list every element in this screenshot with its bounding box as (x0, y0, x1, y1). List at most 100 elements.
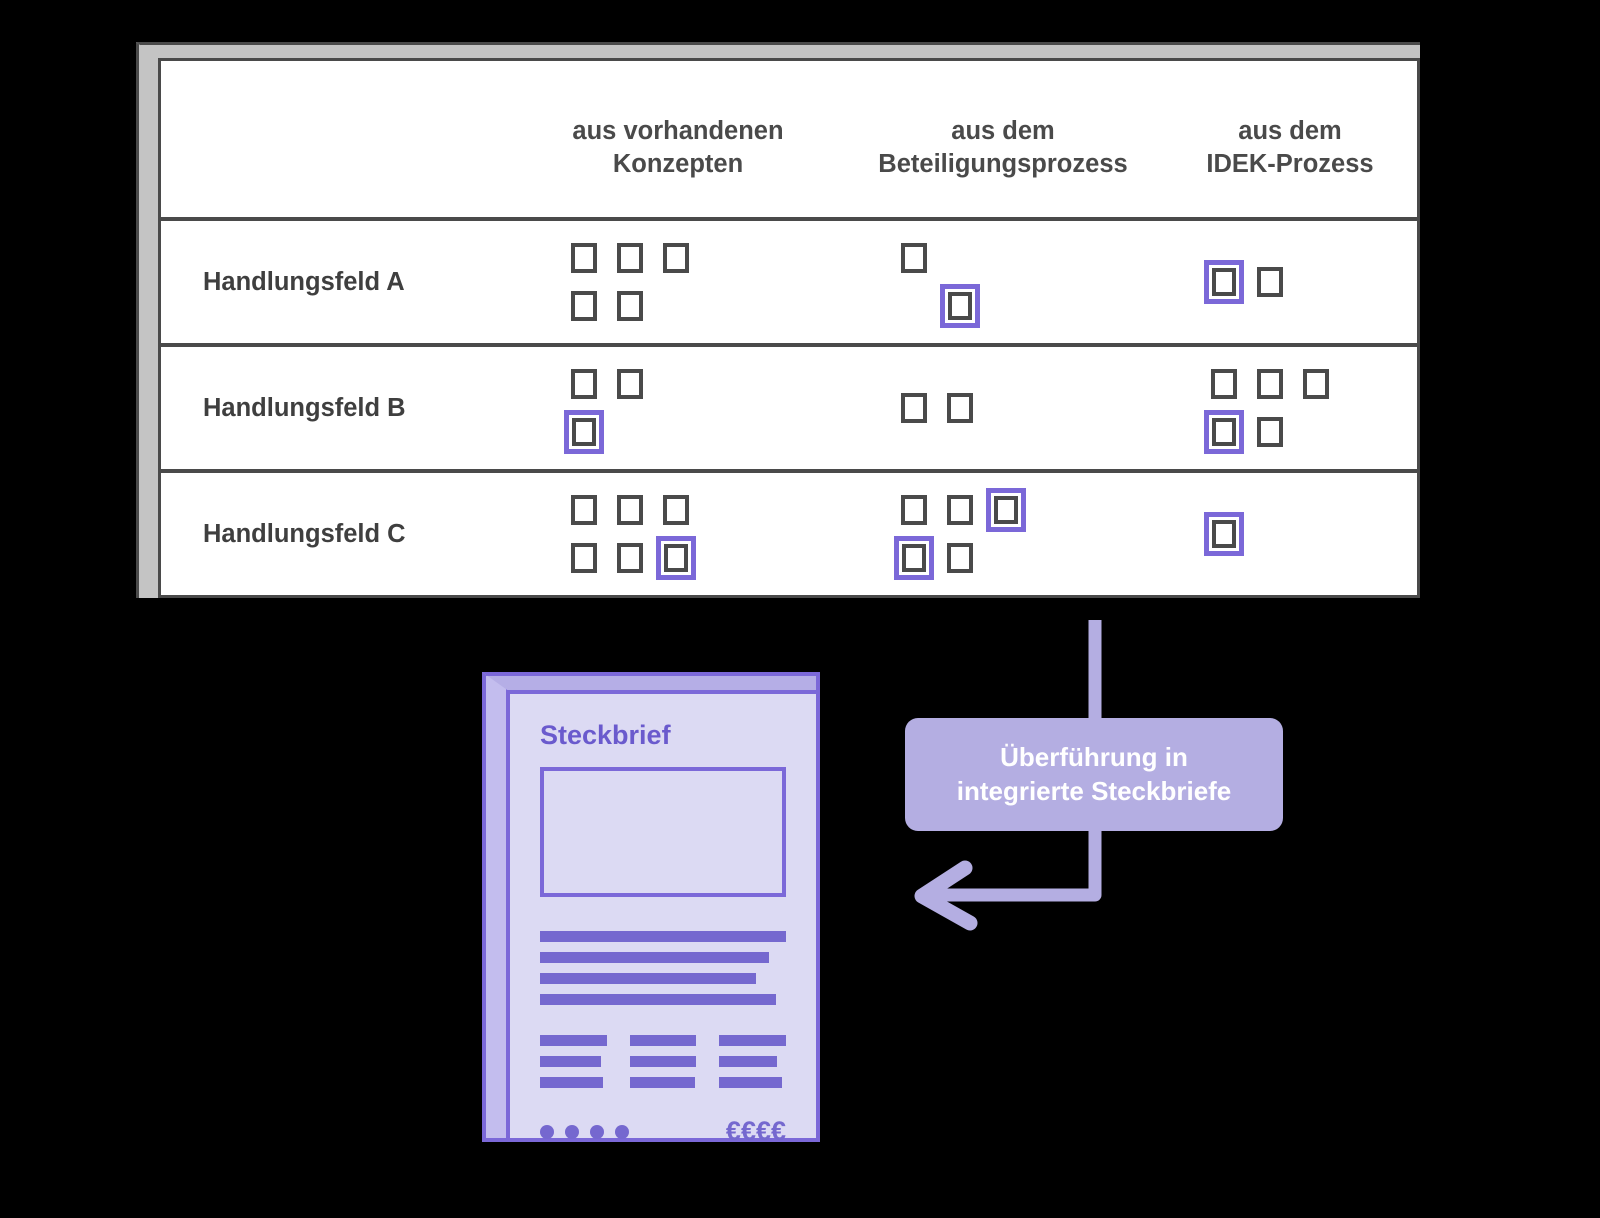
checkbox-unselected[interactable] (947, 543, 973, 573)
checkbox-unselected[interactable] (617, 369, 643, 399)
checkbox-unselected[interactable] (1257, 267, 1283, 297)
selection-ring-icon (940, 284, 980, 328)
checkbox-unselected[interactable] (1257, 369, 1283, 399)
table-row: Handlungsfeld C (161, 473, 1417, 595)
checkbox-unselected[interactable] (947, 393, 973, 423)
checkbox-icon (901, 393, 927, 423)
checkbox-unselected[interactable] (1303, 369, 1329, 399)
detail-bar (540, 1056, 602, 1067)
checkbox-group (843, 238, 1163, 328)
checkbox-icon (663, 495, 689, 525)
document-front-face: Steckbrief €€€€ (506, 690, 820, 1146)
matrix-cell (843, 473, 1163, 595)
checkbox-icon (571, 495, 597, 525)
table-row: Handlungsfeld A (161, 221, 1417, 347)
detail-column (719, 1035, 787, 1088)
checkbox-selected[interactable] (1204, 512, 1244, 556)
transfer-arrow-icon (914, 620, 1102, 931)
row-label-3: Handlungsfeld C (203, 519, 406, 548)
document-detail-columns (540, 1035, 787, 1088)
checkbox-icon (617, 369, 643, 399)
checkbox-row-top (571, 364, 843, 404)
header-col-konzepte-line1: aus vorhandenen (572, 117, 784, 146)
checkbox-row-bottom (571, 286, 843, 326)
checkbox-group (513, 364, 843, 454)
header-col-idek-line1: aus dem (1238, 117, 1342, 146)
checkbox-selected[interactable] (656, 536, 696, 580)
table-3d-left-face (136, 42, 160, 598)
checkbox-icon (948, 292, 972, 320)
header-col-beteiligung-line2: Beteiligungsprozess (878, 150, 1128, 178)
checkbox-selected[interactable] (1204, 260, 1244, 304)
checkbox-unselected[interactable] (663, 495, 689, 525)
checkbox-icon (901, 243, 927, 273)
checkbox-selected[interactable] (564, 410, 604, 454)
header-col-konzepte-line2: Konzepten (612, 150, 744, 178)
checkbox-unselected[interactable] (663, 243, 689, 273)
selection-ring-icon (1204, 512, 1244, 556)
checkbox-icon (1257, 417, 1283, 447)
checkbox-unselected[interactable] (571, 291, 597, 321)
matrix-cell (1163, 347, 1417, 469)
checkbox-row-top (901, 238, 1163, 278)
checkbox-unselected[interactable] (617, 243, 643, 273)
selection-ring-icon (656, 536, 696, 580)
checkbox-group (513, 490, 843, 580)
checkbox-unselected[interactable] (901, 393, 927, 423)
checkbox-unselected[interactable] (617, 543, 643, 573)
checkbox-row-top (1211, 364, 1417, 404)
document-text-lines (540, 931, 786, 1005)
checkbox-selected[interactable] (1204, 410, 1244, 454)
checkbox-unselected[interactable] (1211, 369, 1237, 399)
checkbox-icon (1212, 418, 1236, 446)
checkbox-row-bottom (571, 536, 843, 580)
image-placeholder-icon (540, 767, 786, 897)
document-footer: €€€€ (540, 1116, 786, 1147)
checkbox-group (843, 388, 1163, 428)
matrix-cell (513, 347, 843, 469)
checkbox-selected[interactable] (940, 284, 980, 328)
callout-line1: Überführung in (1000, 741, 1188, 772)
selection-ring-icon (986, 488, 1026, 532)
checkbox-unselected[interactable] (901, 495, 927, 525)
handlungsfeld-matrix: aus vorhandenen Konzepten aus dem Beteil… (136, 42, 1420, 598)
checkbox-unselected[interactable] (617, 495, 643, 525)
checkbox-icon (1257, 369, 1283, 399)
checkbox-unselected[interactable] (617, 291, 643, 321)
checkbox-icon (571, 291, 597, 321)
text-line (540, 931, 786, 942)
checkbox-icon (572, 418, 596, 446)
header-col-idek: aus dem IDEK-Prozess (1163, 61, 1417, 217)
checkbox-icon (947, 495, 973, 525)
text-line (540, 994, 777, 1005)
checkbox-unselected[interactable] (901, 243, 927, 273)
checkbox-group (1163, 364, 1417, 454)
row-label-1: Handlungsfeld A (203, 267, 405, 296)
header-col-beteiligung: aus dem Beteiligungsprozess (843, 61, 1163, 217)
checkbox-unselected[interactable] (947, 495, 973, 525)
checkbox-icon (617, 495, 643, 525)
detail-bar (629, 1056, 697, 1067)
checkbox-icon (901, 495, 927, 525)
detail-column (629, 1035, 697, 1088)
checkbox-selected[interactable] (894, 536, 934, 580)
row-label-2: Handlungsfeld B (203, 393, 406, 422)
checkbox-icon (994, 496, 1018, 524)
header-col-idek-line2: IDEK-Prozess (1206, 150, 1374, 178)
selection-ring-icon (894, 536, 934, 580)
header-corner-cell (161, 61, 513, 217)
checkbox-unselected[interactable] (571, 369, 597, 399)
checkbox-unselected[interactable] (571, 243, 597, 273)
matrix-cell (513, 221, 843, 343)
checkbox-icon (902, 544, 926, 572)
checkbox-unselected[interactable] (571, 495, 597, 525)
detail-bar (719, 1056, 777, 1067)
checkbox-unselected[interactable] (1257, 417, 1283, 447)
checkbox-icon (571, 369, 597, 399)
checkbox-selected[interactable] (986, 488, 1026, 532)
transfer-callout-label: Überführung in integrierte Steckbriefe (905, 718, 1283, 831)
checkbox-icon (571, 243, 597, 273)
checkbox-unselected[interactable] (571, 543, 597, 573)
matrix-cell (1163, 473, 1417, 595)
selection-ring-icon (1204, 410, 1244, 454)
